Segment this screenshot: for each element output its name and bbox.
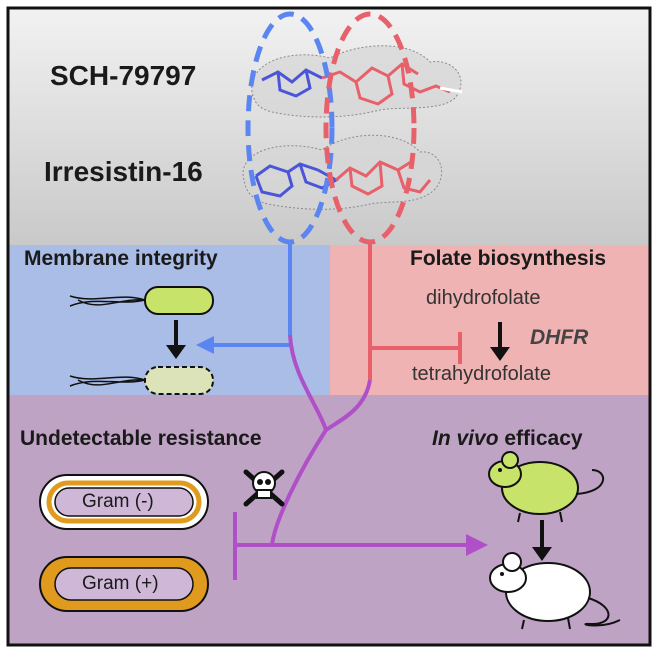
tetrahydrofolate-label: tetrahydrofolate — [412, 363, 551, 385]
resistance-panel-title: Undetectable resistance — [20, 427, 262, 450]
live-bacterium — [69, 286, 214, 315]
folate-panel-bg — [330, 245, 650, 395]
compound-1-label: SCH-79797 — [50, 60, 197, 91]
efficacy-title-italic: In vivo — [432, 427, 499, 450]
damaged-bacterium — [69, 366, 214, 395]
efficacy-panel-title: In vivo efficacy — [432, 427, 583, 451]
dihydrofolate-label: dihydrofolate — [426, 287, 541, 309]
skull-icon — [243, 469, 285, 507]
dhfr-label: DHFR — [530, 326, 589, 349]
down-arrow-efficacy — [532, 520, 552, 561]
membrane-panel-title: Membrane integrity — [24, 247, 218, 270]
gram-negative-ring — [46, 480, 202, 524]
gram-positive-inner — [54, 567, 194, 601]
dhfr-arrow — [490, 322, 510, 361]
down-arrow-membrane — [166, 320, 186, 359]
gram-negative-label: Gram (-) — [82, 491, 154, 512]
pathway-lines — [196, 242, 488, 580]
healthy-mouse-icon — [489, 552, 621, 630]
efficacy-title-rest: efficacy — [498, 427, 583, 450]
frame-border — [6, 6, 652, 647]
compound-2-label: Irresistin-16 — [44, 156, 203, 187]
folate-panel-title: Folate biosynthesis — [410, 247, 607, 270]
gram-negative-inner — [54, 487, 194, 517]
gram-positive-label: Gram (+) — [82, 573, 159, 594]
sick-mouse-icon — [488, 451, 605, 523]
